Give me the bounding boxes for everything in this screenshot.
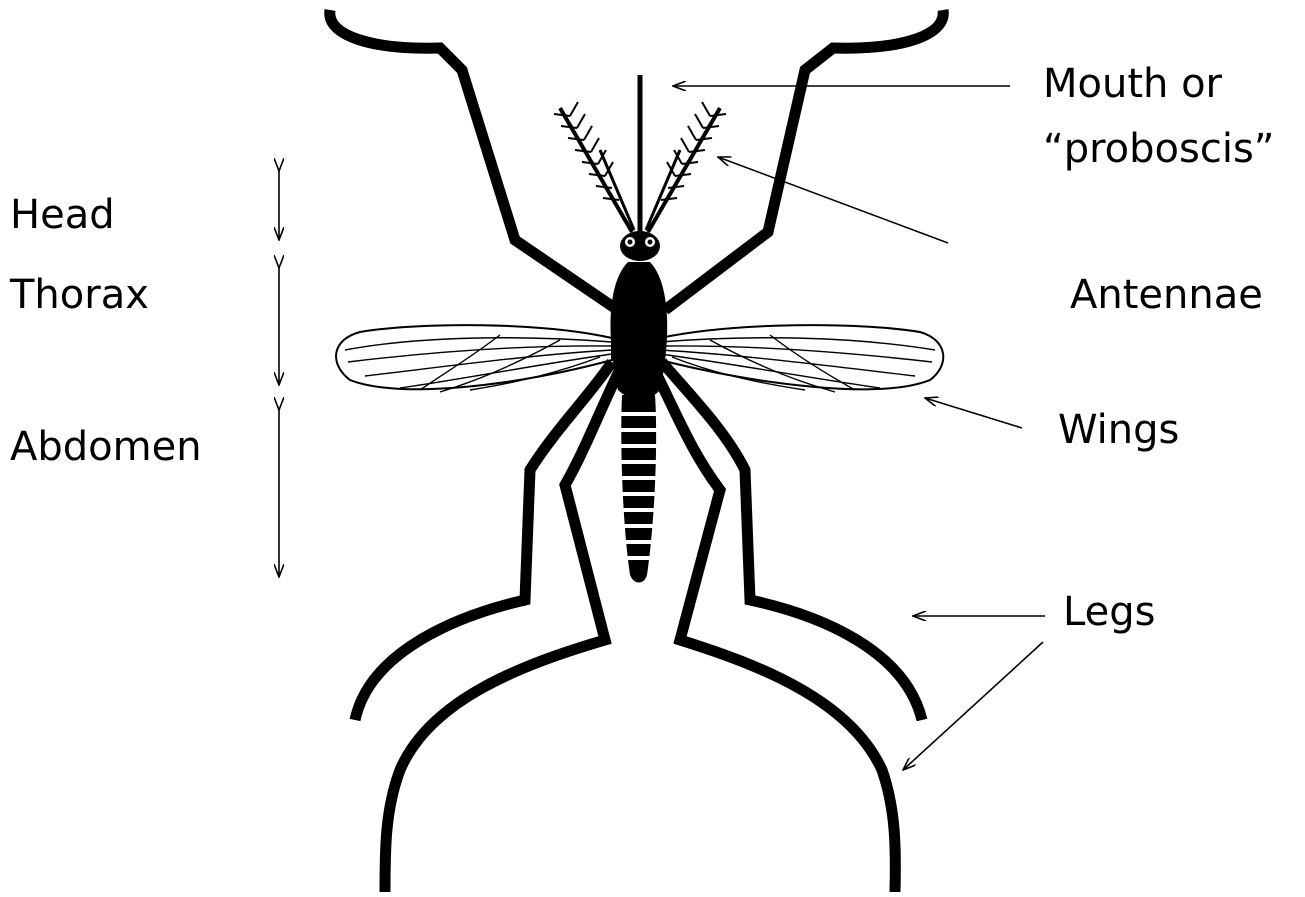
hind-leg-right: [652, 365, 895, 892]
antennae-label: Antennae: [1070, 272, 1263, 318]
mosquito-abdomen: [620, 395, 660, 583]
head-label: Head: [10, 192, 115, 238]
legs-label: Legs: [1063, 589, 1155, 635]
antennae-pointer-arrow: [718, 157, 948, 243]
wings-label: Wings: [1058, 407, 1179, 453]
front-leg-right: [665, 10, 943, 310]
mouth-label-line2: “proboscis”: [1043, 126, 1275, 172]
mosquito-illustration: [330, 10, 944, 892]
wing-left: [336, 325, 612, 392]
hind-leg-left: [385, 365, 622, 892]
mosquito-thorax: [610, 262, 667, 399]
thorax-label: Thorax: [9, 272, 149, 318]
abdomen-label: Abdomen: [10, 424, 202, 470]
callouts: Mouth or “proboscis” Antennae Wings Legs: [673, 61, 1275, 770]
mouth-label-line1: Mouth or: [1043, 61, 1223, 107]
mosquito-head: [620, 231, 660, 261]
legs-pointer-arrow-hind: [903, 642, 1043, 770]
wing-right: [660, 325, 943, 392]
front-leg-left: [330, 10, 625, 315]
middle-leg-left: [355, 362, 612, 720]
wings-pointer-arrow: [925, 398, 1022, 428]
segment-labels: Head Thorax Abdomen: [9, 171, 279, 577]
